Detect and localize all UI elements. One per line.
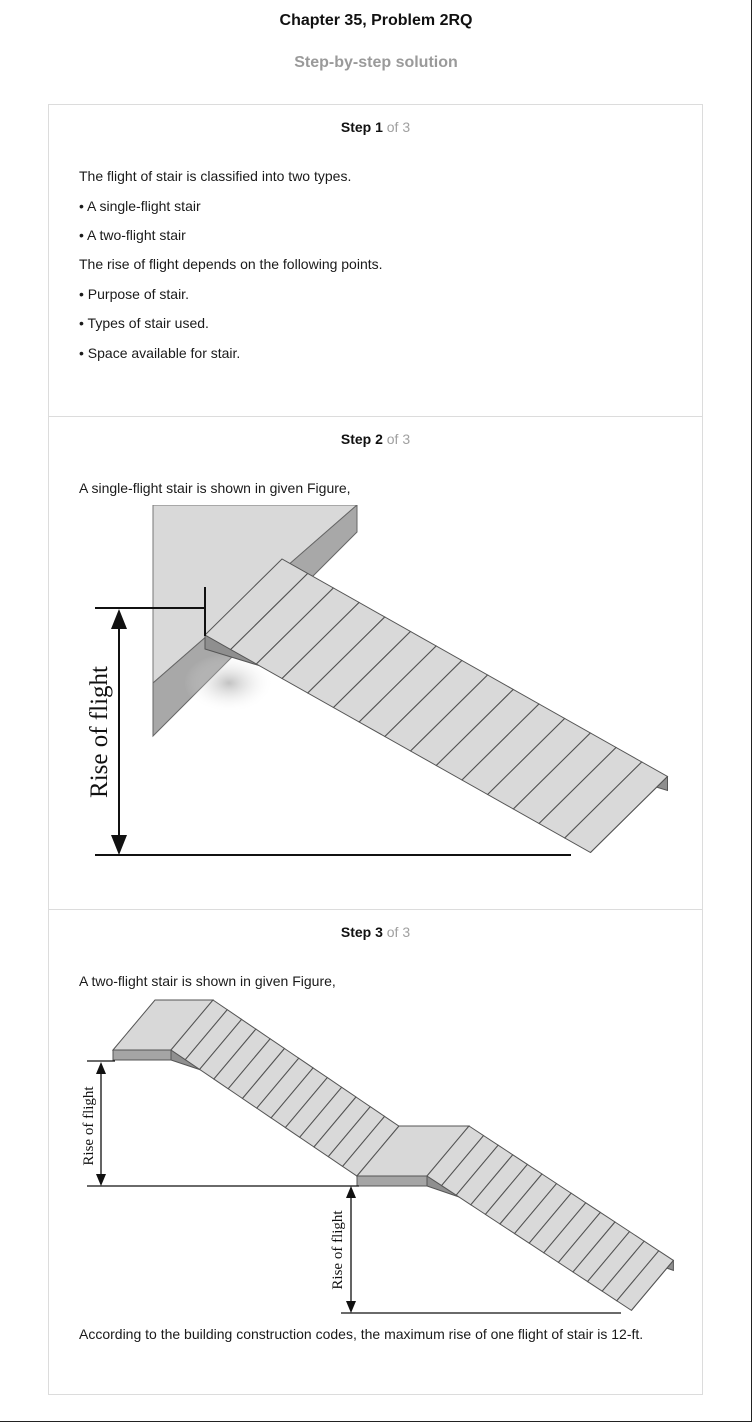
- lower-flight-steps: [426, 1125, 675, 1312]
- rise-of-flight-label-upper: Rise of flight: [81, 1086, 97, 1166]
- stair-riser: [631, 1260, 674, 1311]
- step-2-header: Step 2 of 3: [49, 431, 702, 447]
- step-1-line: The flight of stair is classified into t…: [79, 168, 352, 184]
- step-3-header: Step 3 of 3: [49, 924, 702, 940]
- step-3: Step 3 of 3 A two-flight stair is shown …: [49, 909, 702, 1395]
- step-1-header: Step 1 of 3: [49, 119, 702, 135]
- stair-riser: [590, 776, 668, 853]
- step-3-intro: A two-flight stair is shown in given Fig…: [79, 973, 336, 989]
- step-2-total: of 3: [386, 431, 411, 447]
- step-3-conclusion: According to the building construction c…: [79, 1326, 644, 1342]
- step-1-line: • A two-flight stair: [79, 227, 186, 243]
- step-1-line: • Space available for stair.: [79, 345, 241, 361]
- page-title: Chapter 35, Problem 2RQ: [279, 12, 473, 29]
- step-1-line: The rise of flight depends on the follow…: [79, 256, 383, 272]
- step-1-line: • Purpose of stair.: [79, 286, 189, 302]
- solution-card: Step 1 of 3 The flight of stair is class…: [48, 104, 703, 1395]
- step-2: Step 2 of 3 A single-flight stair is sho…: [49, 416, 702, 910]
- step-3-label: Step 3: [340, 924, 383, 940]
- step-1: Step 1 of 3 The flight of stair is class…: [49, 105, 702, 416]
- step-1-line: • A single-flight stair: [79, 198, 201, 214]
- step-1-total: of 3: [386, 119, 411, 135]
- step-2-label: Step 2: [340, 431, 383, 447]
- two-flight-stair-figure: Rise of flight Rise of flight: [81, 999, 675, 1314]
- step-3-total: of 3: [386, 924, 411, 940]
- page-subtitle: Step-by-step solution: [294, 54, 458, 71]
- single-flight-stair-figure: Rise of flight: [86, 505, 669, 856]
- rise-of-flight-label: Rise of flight: [86, 666, 113, 798]
- upper-flight-steps: [170, 999, 400, 1177]
- step-1-line: • Types of stair used.: [79, 315, 209, 331]
- step-1-label: Step 1: [340, 119, 383, 135]
- step-2-intro: A single-flight stair is shown in given …: [79, 480, 351, 496]
- stair-steps: [204, 558, 669, 854]
- rise-of-flight-label-lower: Rise of flight: [330, 1210, 346, 1290]
